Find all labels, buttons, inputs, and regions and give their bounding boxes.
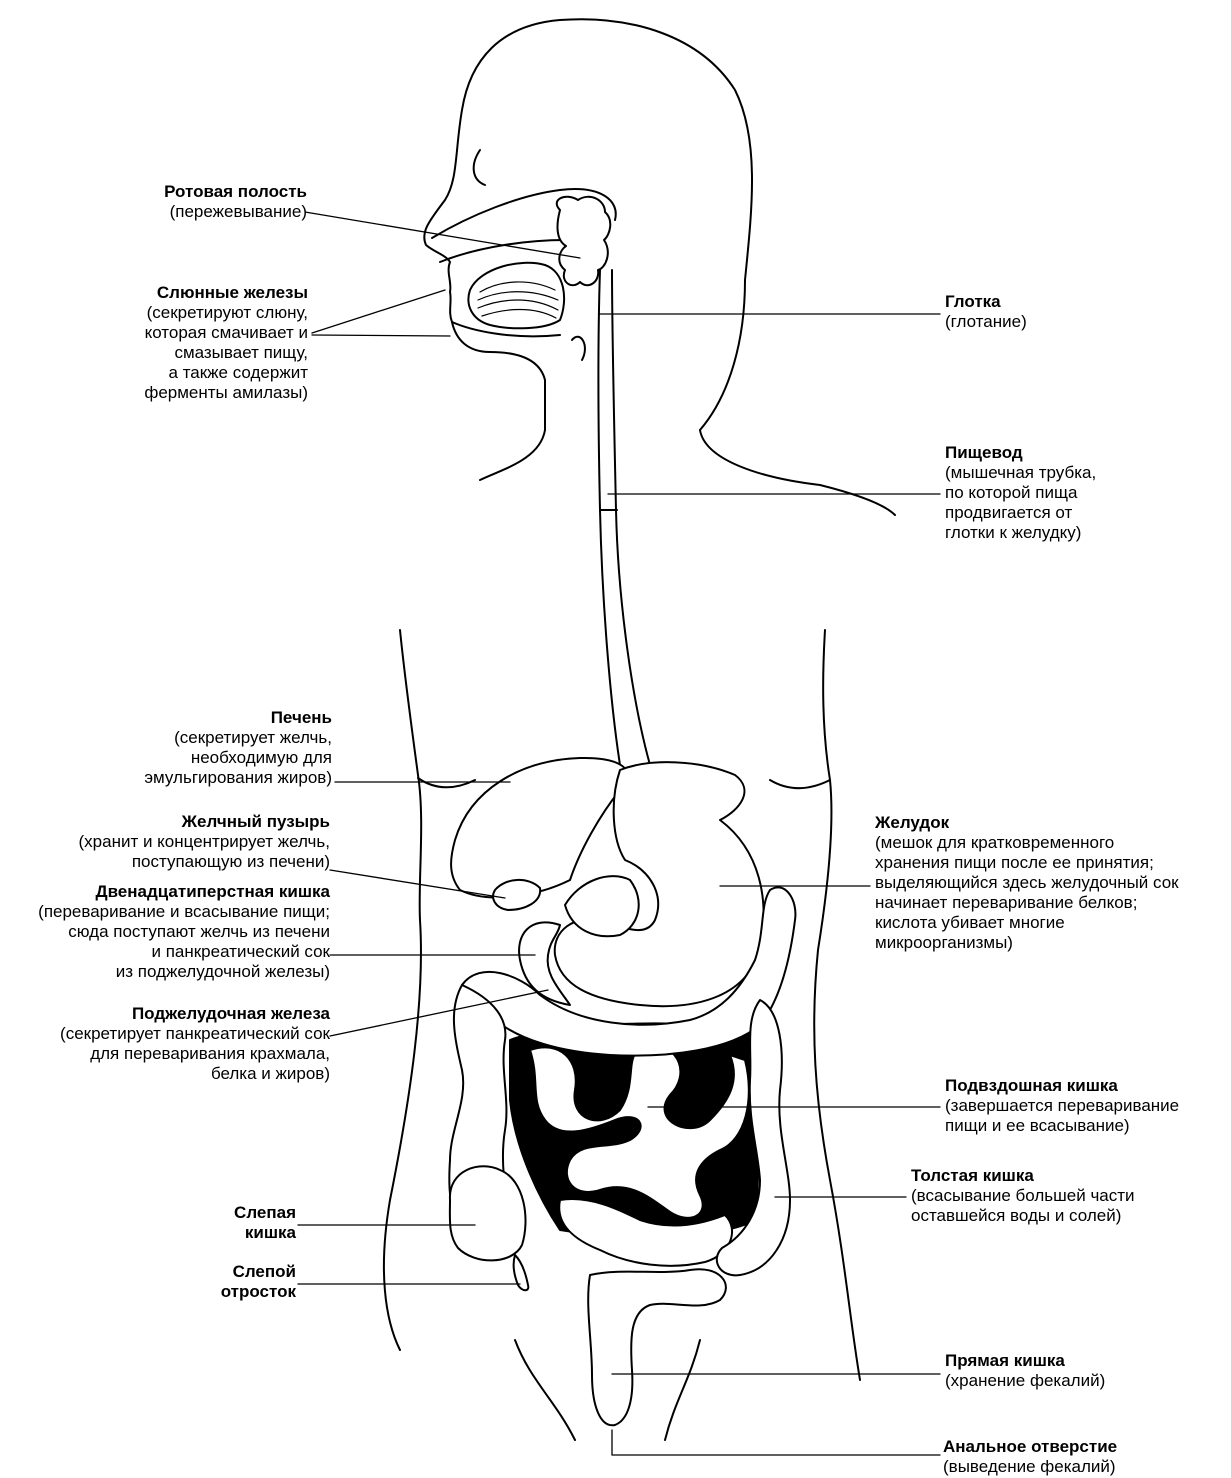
label-esophagus-title: Пищевод [945,443,1096,463]
label-rectum-desc: (хранение фекалий) [945,1371,1105,1391]
label-duodenum-title: Двенадцатиперстная кишка [38,882,330,902]
cecum [450,1166,526,1260]
label-cecum-title: Слепая кишка [234,1203,296,1243]
label-mouth-desc: (пережевывание) [164,202,307,222]
label-liver: Печень (секретирует желчь, необходимую д… [144,708,332,788]
label-ileum-desc: (завершается переваривание пищи и ее вса… [945,1096,1179,1136]
label-gallbladder-title: Желчный пузырь [79,812,331,832]
rectum [588,1269,726,1425]
neck-left [480,430,545,480]
label-colon-title: Толстая кишка [911,1166,1135,1186]
palate [440,240,565,262]
neck-right [700,430,895,515]
torso-right [814,630,860,1380]
label-anus: Анальное отверстие (выведение фекалий) [943,1437,1117,1477]
label-colon-desc: (всасывание большей части оставшейся вод… [911,1186,1135,1226]
label-gallbladder: Желчный пузырь (хранит и концентрирует ж… [79,812,331,872]
label-pancreas-title: Поджелудочная железа [60,1004,330,1024]
label-esophagus: Пищевод (мышечная трубка, по которой пищ… [945,443,1096,543]
label-stomach-title: Желудок [875,813,1179,833]
label-duodenum-desc: (переваривание и всасывание пищи; сюда п… [38,902,330,982]
label-mouth: Ротовая полость (пережевывание) [164,182,307,222]
esophagus-tube-right [612,270,650,765]
label-appendix: Слепой отросток [221,1262,296,1302]
appendix [514,1255,529,1290]
ear [474,150,485,185]
label-duodenum: Двенадцатиперстная кишка (переваривание … [38,882,330,982]
label-gallbladder-desc: (хранит и концентрирует желчь, поступающ… [79,832,331,872]
label-stomach-desc: (мешок для кратковременного хранения пищ… [875,833,1179,953]
label-liver-desc: (секретирует желчь, необходимую для эмул… [144,728,332,788]
label-salivary-glands: Слюнные железы (секретируют слюну, котор… [144,283,308,403]
label-mouth-title: Ротовая полость [164,182,307,202]
label-pancreas-desc: (секретирует панкреатический сок для пер… [60,1024,330,1084]
tongue [468,263,564,328]
label-pharynx-title: Глотка [945,292,1027,312]
label-pharynx-desc: (глотание) [945,312,1027,332]
label-rectum: Прямая кишка (хранение фекалий) [945,1351,1105,1391]
salivary-gland-parotid [557,197,611,285]
label-rectum-title: Прямая кишка [945,1351,1105,1371]
label-pancreas: Поджелудочная железа (секретирует панкре… [60,1004,330,1084]
torso-left [384,630,421,1350]
label-stomach: Желудок (мешок для кратковременного хран… [875,813,1179,953]
label-ileum-title: Подвздошная кишка [945,1076,1179,1096]
label-cecum: Слепая кишка [234,1203,296,1243]
gallbladder [493,880,540,910]
label-pharynx: Глотка (глотание) [945,292,1027,332]
label-appendix-title: Слепой отросток [221,1262,296,1302]
label-ileum: Подвздошная кишка (завершается переварив… [945,1076,1179,1136]
epiglottis [572,337,585,360]
label-anus-desc: (выведение фекалий) [943,1457,1117,1477]
label-salivary-desc: (секретируют слюну, которая смачивает и … [144,303,308,403]
label-colon: Толстая кишка (всасывание большей части … [911,1166,1135,1226]
liver [451,758,628,897]
label-salivary-title: Слюнные железы [144,283,308,303]
label-esophagus-desc: (мышечная трубка, по которой пища продви… [945,463,1096,543]
label-anus-title: Анальное отверстие [943,1437,1117,1457]
label-liver-title: Печень [144,708,332,728]
